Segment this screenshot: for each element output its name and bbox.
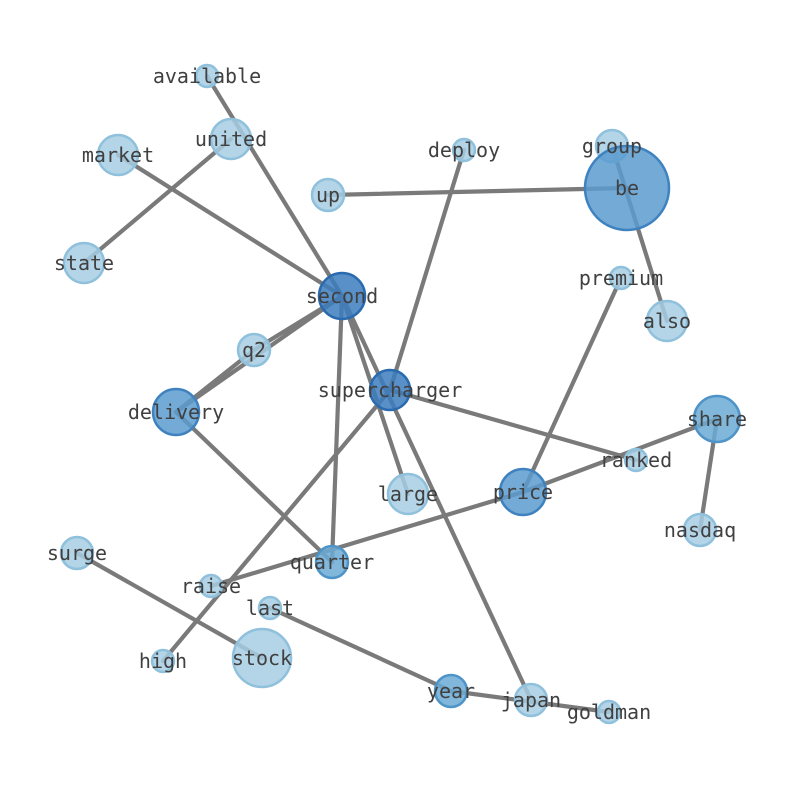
node-state (62, 241, 106, 285)
node-surge (59, 535, 95, 571)
node-label-year: year (427, 679, 475, 703)
edge-united-state (81, 136, 234, 266)
node-ranked (623, 447, 649, 473)
node-label-quarter: quarter (290, 550, 374, 574)
edge-second-quarter (329, 293, 345, 565)
node-label-japan: japan (501, 688, 561, 712)
edge-share-price (520, 416, 720, 495)
node-share (692, 394, 742, 444)
edge-supercharger-ranked (387, 387, 639, 463)
node-label-ranked: ranked (600, 448, 672, 472)
node-second (317, 271, 367, 321)
node-nasdaq (682, 512, 718, 548)
edge-market-second (115, 152, 345, 299)
node-label-q2: q2 (242, 338, 266, 362)
edge-premium-price (520, 275, 624, 495)
node-supercharger (368, 368, 412, 412)
node-united (209, 117, 253, 161)
node-goldman (596, 699, 622, 725)
node-label-raise: raise (181, 574, 241, 598)
node-label-price: price (493, 480, 553, 504)
node-label-share: share (687, 407, 747, 431)
node-label-available: available (153, 64, 261, 88)
node-label-premium: premium (579, 266, 663, 290)
nodes-layer (59, 63, 742, 725)
node-market (96, 133, 140, 177)
node-label-surge: surge (47, 541, 107, 565)
node-label-deploy: deploy (428, 138, 500, 162)
edge-last-year (267, 605, 454, 694)
node-premium (608, 265, 634, 291)
node-high (150, 648, 176, 674)
node-label-market: market (82, 143, 154, 167)
node-label-group: group (582, 134, 642, 158)
node-label-state: state (54, 251, 114, 275)
node-label-nasdaq: nasdaq (664, 518, 736, 542)
node-raise (198, 573, 224, 599)
node-large (386, 472, 430, 516)
node-q2 (236, 332, 272, 368)
node-stock (231, 627, 293, 689)
edge-available-second (204, 73, 345, 299)
edge-surge-stock (74, 550, 265, 661)
node-label-high: high (139, 649, 187, 673)
node-label-second: second (306, 284, 378, 308)
node-label-up: up (316, 183, 340, 207)
node-label-be: be (615, 176, 639, 200)
node-japan (513, 682, 549, 718)
node-label-supercharger: supercharger (318, 378, 463, 402)
edge-second-japan (339, 293, 534, 703)
node-label-stock: stock (232, 646, 292, 670)
node-label-last: last (246, 596, 294, 620)
node-available (194, 63, 220, 89)
node-quarter (314, 544, 350, 580)
node-label-delivery: delivery (128, 400, 224, 424)
edge-supercharger-high (160, 387, 393, 664)
node-up (310, 177, 346, 213)
labels-layer: available united market state deploy group be u… (47, 64, 747, 724)
node-label-goldman: goldman (567, 700, 651, 724)
node-label-large: large (378, 482, 438, 506)
node-delivery (151, 387, 201, 437)
edge-deploy-supercharger (387, 147, 467, 393)
edge-price-raise (208, 489, 526, 589)
node-label-also: also (643, 309, 691, 333)
node-deploy (451, 137, 477, 163)
node-label-united: united (195, 127, 267, 151)
edge-up-be (325, 185, 630, 198)
node-also (645, 299, 689, 343)
node-last (257, 595, 283, 621)
node-be (583, 144, 671, 232)
node-price (498, 467, 548, 517)
edge-delivery-quarter (173, 409, 335, 565)
node-year (433, 673, 469, 709)
